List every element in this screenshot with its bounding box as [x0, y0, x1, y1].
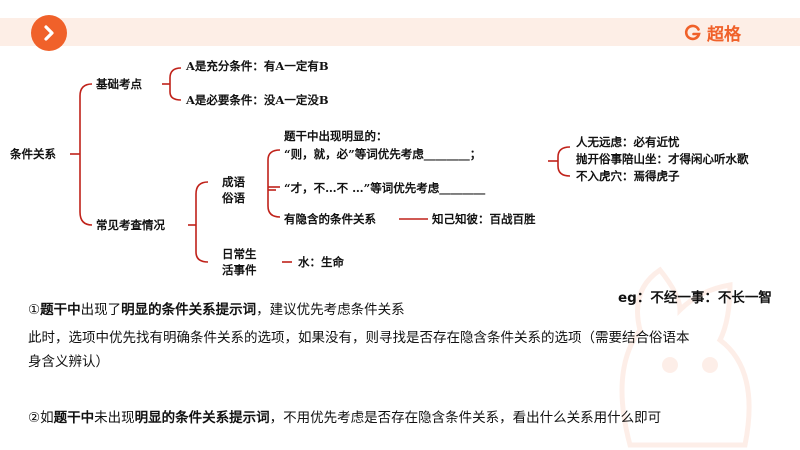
- note-1-text-b: ，建议优先考虑条件关系: [256, 302, 405, 318]
- necessary-item: A是必要条件：没A一定没B: [186, 93, 329, 107]
- note-1-prefix: ①: [28, 302, 41, 318]
- header-band: [0, 18, 800, 46]
- note-1-bold-a: 题干中: [40, 302, 81, 318]
- note-4-bold-a: 题干中: [53, 410, 95, 426]
- note-2: 此时，选项中优先找有明确条件关系的选项，如果没有，则寻找是否存在隐含条件关系的选…: [28, 330, 690, 346]
- note-4-prefix: ②如: [28, 410, 54, 426]
- example-1: 人无远虑：必有近忧: [576, 135, 680, 149]
- explicit-line1: 题干中出现明显的：: [284, 129, 388, 143]
- note-4: ②如题干中未出现明显的条件关系提示词，不用优先考虑是否存在隐含条件关系，看出什么…: [28, 408, 661, 428]
- root-node: 条件关系: [10, 147, 56, 161]
- hidden-line: 有隐含的条件关系: [284, 212, 376, 226]
- note-1: ①题干中出现了明显的条件关系提示词，建议优先考虑条件关系: [28, 300, 405, 320]
- brand-name: 超格: [707, 25, 741, 45]
- brand-logo: 超格: [684, 20, 741, 45]
- hidden-example: 知己知彼：百战百胜: [432, 212, 536, 226]
- next-arrow-button[interactable]: [31, 15, 67, 51]
- eg-note: eg：不经一事：不长一智: [618, 290, 772, 306]
- sufficient-item: A是充分条件：有A一定有B: [186, 59, 329, 73]
- cai-line: “才，不…不 …”等词优先考虑________: [284, 181, 486, 195]
- idiom-line2: 俗语: [222, 191, 245, 205]
- idiom-line1: 成语: [222, 175, 245, 189]
- daily-line1: 日常生: [222, 247, 257, 261]
- note-1-text-a: 出现了: [80, 302, 122, 318]
- idiom-node: 成语 俗语: [222, 174, 245, 206]
- daily-node: 日常生 活事件: [222, 246, 257, 278]
- mascot-watermark: [619, 266, 752, 448]
- daily-example: 水：生命: [298, 255, 344, 269]
- daily-line2: 活事件: [222, 263, 257, 277]
- basic-node: 基础考点: [96, 77, 142, 91]
- chevron-right-icon: [44, 25, 54, 41]
- example-3: 不入虎穴：焉得虎子: [576, 169, 680, 183]
- common-node: 常见考查情况: [96, 218, 165, 232]
- note-4-text-a: 未出现: [94, 410, 135, 426]
- example-2: 抛开俗事陪山坐：才得闲心听水歌: [576, 152, 749, 166]
- note-4-bold-b: 明显的条件关系提示词: [134, 410, 270, 426]
- brand-g-icon: [684, 24, 701, 40]
- note-4-text-b: ，不用优先考虑是否存在隐含条件关系，看出什么关系用什么即可: [269, 410, 662, 426]
- note-1-bold-b: 明显的条件关系提示词: [121, 302, 257, 318]
- note-3: 身含义辨认）: [28, 354, 109, 370]
- explicit-line2: “则，就，必”等词优先考虑________；: [284, 147, 482, 161]
